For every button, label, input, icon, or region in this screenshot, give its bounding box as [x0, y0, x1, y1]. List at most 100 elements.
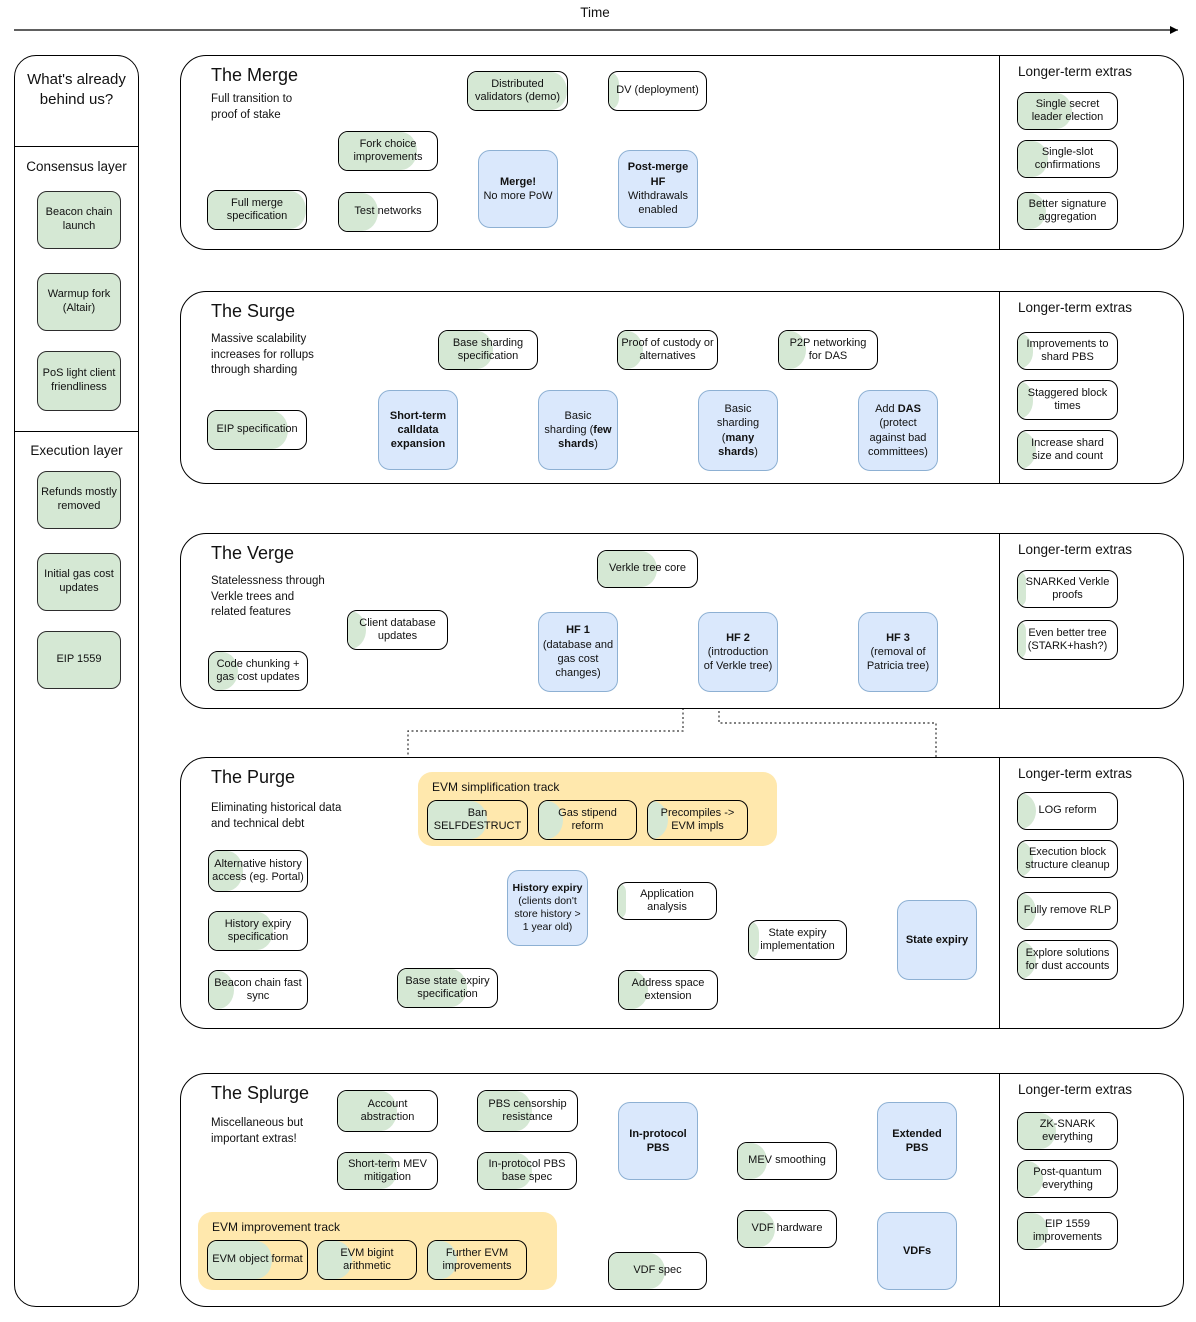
milestone-basic-sharding-few-shards: Basic sharding (few shards) [538, 390, 618, 470]
progress-fill [1018, 333, 1033, 369]
extras-title: Longer-term extras [1018, 1082, 1133, 1097]
progress-fill [1018, 621, 1026, 659]
extra-improvements-to-shard-pbs: Improvements to shard PBS [1017, 332, 1118, 370]
divider [999, 758, 1000, 1028]
node-test-networks: Test networks [338, 192, 438, 232]
node-eip-specification: EIP specification [207, 410, 307, 450]
row-subtitle-merge: Full transition to proof of stake [211, 93, 293, 121]
node-verkle-tree-core: Verkle tree core [597, 550, 698, 588]
progress-fill [468, 72, 567, 110]
milestone-short-term-calldata-expansion: Short-term calldata expansion [378, 390, 458, 470]
progress-fill [779, 331, 807, 369]
progress-fill [1018, 381, 1033, 419]
extras-title: Longer-term extras [1018, 542, 1133, 557]
node-base-state-expiry-specification: Base state expiry specification [397, 968, 498, 1008]
progress-fill [478, 1153, 532, 1189]
extra-post-quantum-everything: Post-quantum everything [1017, 1160, 1118, 1198]
progress-fill [1018, 1161, 1043, 1197]
progress-fill [648, 801, 668, 839]
sidebar-item-eip-1559: EIP 1559 [37, 631, 121, 689]
milestone-history-expiry: History expiry(clients don't store histo… [507, 870, 588, 946]
progress-fill [1018, 141, 1048, 177]
progress-fill [208, 411, 289, 449]
node-pbs-censorship-resistance: PBS censorship resistance [477, 1090, 578, 1132]
node-in-protocol-pbs-base-spec: In-protocol PBS base spec [477, 1152, 577, 1190]
progress-fill [209, 652, 239, 690]
progress-fill [209, 971, 234, 1009]
row-title-splurge: The Splurge [211, 1083, 310, 1103]
node-base-sharding-specification: Base sharding specification [438, 330, 538, 370]
row-subtitle-purge: Eliminating historical data and technica… [211, 802, 342, 830]
progress-fill [1018, 93, 1073, 129]
progress-fill [478, 1091, 533, 1131]
sidebar-behind-us: What's already behind us? Consensus laye… [14, 55, 139, 1307]
progress-fill [428, 1241, 458, 1279]
progress-fill [428, 801, 488, 839]
progress-fill [209, 851, 244, 891]
progress-fill [619, 971, 649, 1009]
extra-increase-shard-size-count: Increase shard size and count [1017, 430, 1118, 470]
extras-title: Longer-term extras [1018, 64, 1133, 79]
sidebar-item-pos-light-client: PoS light client friendliness [37, 351, 121, 411]
extra-even-better-tree: Even better tree (STARK+hash?) [1017, 620, 1118, 660]
divider [999, 534, 1000, 708]
progress-fill [209, 912, 273, 950]
extras-title: Longer-term extras [1018, 766, 1133, 781]
progress-fill [348, 611, 366, 649]
extra-execution-block-structure-cleanup: Execution block structure cleanup [1017, 840, 1118, 878]
progress-fill [749, 921, 759, 959]
node-application-analysis: Application analysis [617, 882, 717, 920]
node-p2p-networking-for-das: P2P networking for DAS [778, 330, 878, 370]
milestone-merge: Merge!No more PoW [478, 150, 558, 228]
milestone-hf2: HF 2(introduction of Verkle tree) [698, 612, 778, 692]
node-fork-choice-improvements: Fork choice improvements [338, 131, 438, 171]
node-beacon-chain-fast-sync: Beacon chain fast sync [208, 970, 308, 1010]
node-ban-selfdestruct: Ban SELFDESTRUCT [427, 800, 528, 840]
node-precompiles-to-evm-impls: Precompiles -> EVM impls [647, 800, 748, 840]
node-address-space-extension: Address space extension [618, 970, 718, 1010]
progress-fill [339, 132, 418, 170]
row-the-surge: The Surge Massive scalability increases … [180, 291, 1184, 484]
node-evm-bigint-arithmetic: EVM bigint arithmetic [317, 1240, 417, 1280]
milestone-state-expiry: State expiry [897, 900, 977, 980]
sidebar-item-warmup-fork-altair: Warmup fork (Altair) [37, 273, 121, 331]
time-axis-label: Time [580, 5, 610, 20]
extra-fully-remove-rlp: Fully remove RLP [1017, 892, 1118, 930]
row-title-verge: The Verge [211, 543, 295, 563]
row-title-purge: The Purge [211, 767, 296, 787]
extra-single-slot-confirmations: Single-slot confirmations [1017, 140, 1118, 178]
extras-title: Longer-term extras [1018, 300, 1133, 315]
progress-fill [1018, 893, 1036, 929]
row-title-surge: The Surge [211, 301, 296, 321]
progress-fill [618, 331, 643, 369]
node-gas-stipend-reform: Gas stipend reform [538, 800, 637, 840]
progress-fill [609, 1253, 666, 1289]
progress-fill [598, 551, 658, 587]
node-alternative-history-access: Alternative history access (eg. Portal) [208, 850, 308, 892]
row-title-merge: The Merge [211, 65, 299, 85]
extra-zk-snark-everything: ZK-SNARK everything [1017, 1112, 1118, 1150]
track-label: EVM simplification track [432, 780, 560, 794]
extra-eip-1559-improvements: EIP 1559 improvements [1017, 1212, 1118, 1250]
progress-fill [1018, 193, 1046, 229]
milestone-vdfs: VDFs [877, 1212, 957, 1290]
node-vdf-hardware: VDF hardware [737, 1210, 837, 1248]
progress-fill [338, 1153, 398, 1189]
node-state-expiry-implementation: State expiry implementation [748, 920, 847, 960]
progress-fill [338, 1091, 398, 1131]
sidebar-item-initial-gas-cost: Initial gas cost updates [37, 553, 121, 611]
progress-fill [1018, 941, 1036, 979]
sidebar-item-refunds-removed: Refunds mostly removed [37, 471, 121, 529]
node-client-database-updates: Client database updates [347, 610, 448, 650]
node-evm-object-format: EVM object format [207, 1240, 308, 1280]
progress-fill [1018, 1113, 1056, 1149]
progress-fill [439, 331, 493, 369]
progress-fill [738, 1211, 776, 1247]
milestone-hf3: HF 3(removal of Patricia tree) [858, 612, 938, 692]
progress-fill [738, 1143, 768, 1179]
milestone-extended-pbs: Extended PBS [877, 1102, 957, 1180]
row-subtitle-splurge: Miscellaneous but important extras! [211, 1117, 304, 1145]
sidebar-item-beacon-chain-launch: Beacon chain launch [37, 191, 121, 249]
progress-fill [618, 883, 626, 919]
